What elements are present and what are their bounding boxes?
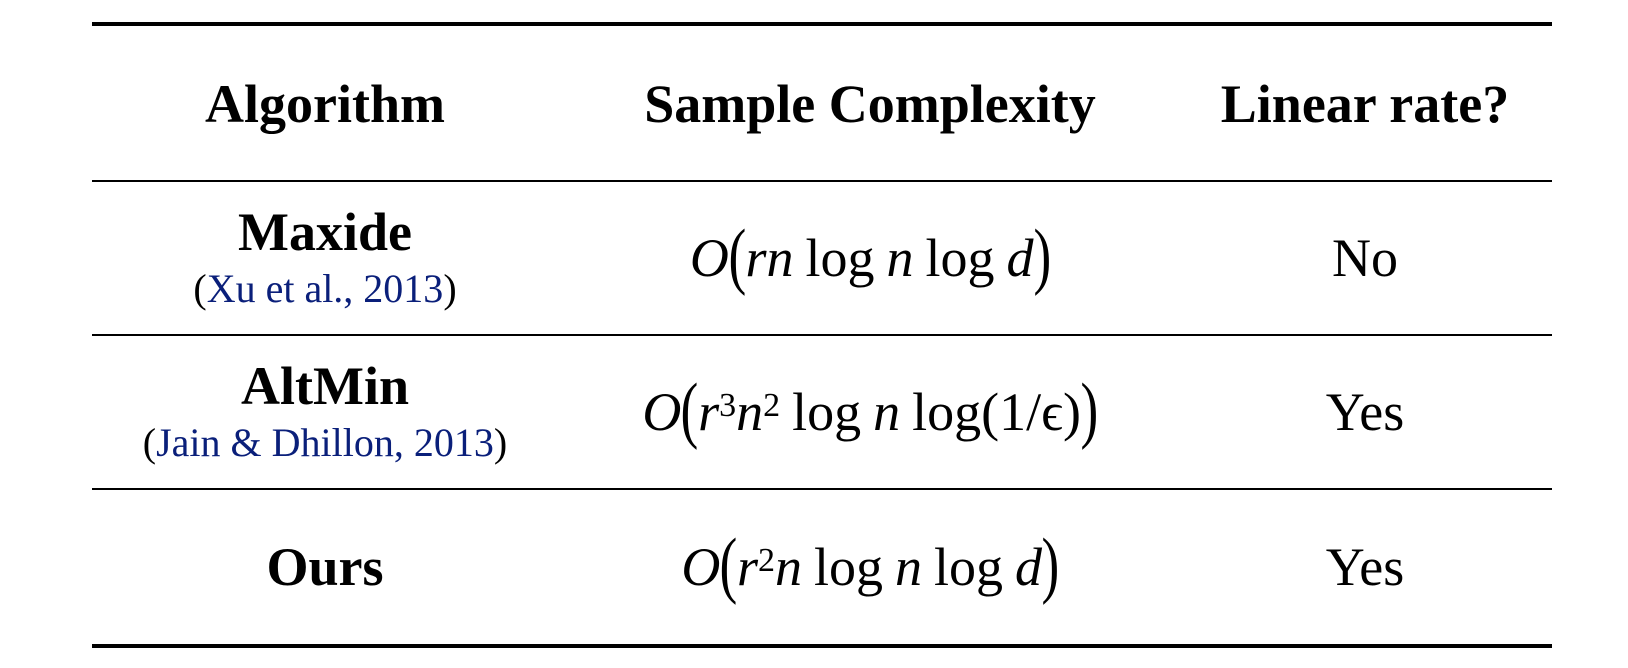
header-linear-rate: Linear rate? bbox=[1220, 73, 1510, 134]
citation-link[interactable]: Xu et al., 2013 bbox=[206, 266, 444, 312]
linear-rate-value: Yes bbox=[1325, 382, 1405, 442]
algorithm-name: Ours bbox=[266, 536, 384, 597]
top-rule bbox=[92, 22, 1552, 26]
row-ours-linear-rate: Yes bbox=[1180, 490, 1550, 644]
header-algorithm-cell: Algorithm bbox=[100, 26, 550, 181]
row-altmin-linear-rate: Yes bbox=[1180, 336, 1550, 488]
bottom-rule bbox=[92, 644, 1552, 648]
row-rule-2 bbox=[92, 488, 1552, 490]
row-maxide-algorithm: Maxide (Xu et al., 2013) bbox=[100, 182, 550, 334]
algorithm-name: AltMin bbox=[241, 355, 409, 416]
algorithm-name: Maxide bbox=[238, 201, 412, 262]
citation: (Xu et al., 2013) bbox=[193, 266, 457, 312]
citation-link[interactable]: Jain & Dhillon, 2013 bbox=[156, 420, 494, 466]
row-altmin-algorithm: AltMin (Jain & Dhillon, 2013) bbox=[100, 336, 550, 488]
row-maxide-linear-rate: No bbox=[1180, 182, 1550, 334]
header-rule bbox=[92, 180, 1552, 182]
row-ours-algorithm: Ours bbox=[100, 490, 550, 644]
linear-rate-value: No bbox=[1332, 228, 1398, 288]
header-sample-complexity: Sample Complexity bbox=[644, 73, 1096, 134]
header-linear-rate-cell: Linear rate? bbox=[1180, 26, 1550, 181]
header-algorithm: Algorithm bbox=[205, 73, 445, 134]
row-rule-1 bbox=[92, 334, 1552, 336]
header-sample-complexity-cell: Sample Complexity bbox=[575, 26, 1165, 181]
linear-rate-value: Yes bbox=[1325, 537, 1405, 597]
citation: (Jain & Dhillon, 2013) bbox=[142, 420, 508, 466]
